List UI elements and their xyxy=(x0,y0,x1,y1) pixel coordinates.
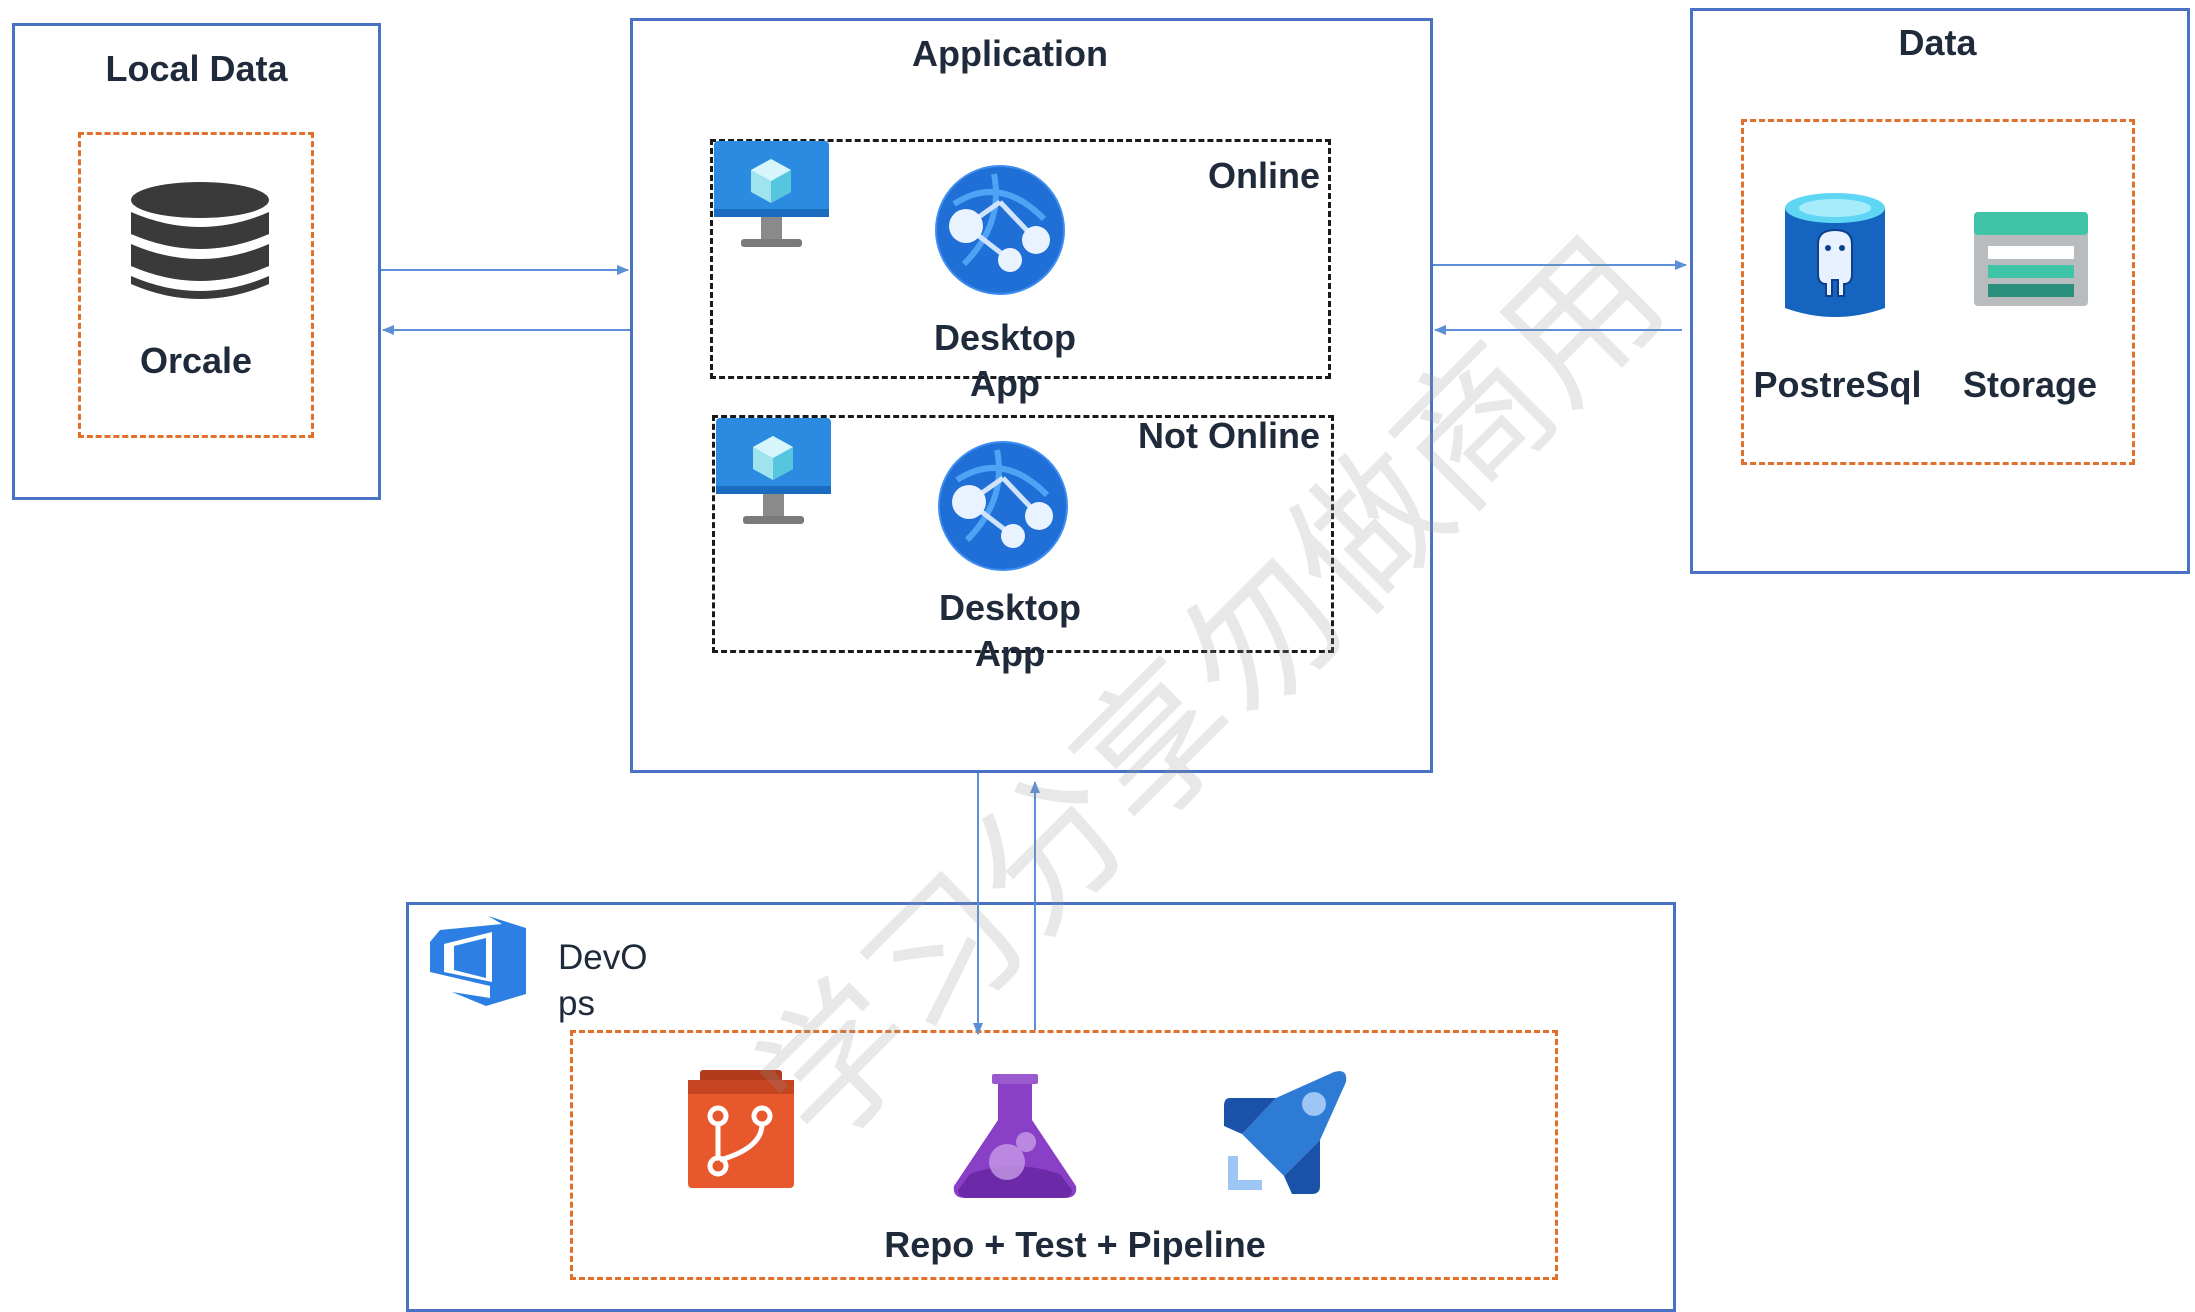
azure-devops-icon xyxy=(430,916,526,1006)
devops-panel xyxy=(406,902,1676,1312)
virtual-machine-icon xyxy=(714,141,829,247)
offline-app-label: Desktop App xyxy=(938,587,1082,674)
storage-icon xyxy=(1974,212,2088,306)
devops-title: DevOps xyxy=(558,938,648,1023)
database-icon xyxy=(131,182,269,299)
test-plans-icon xyxy=(953,1074,1077,1198)
online-app-label: Desktop App xyxy=(933,317,1077,404)
online-group xyxy=(710,139,1331,379)
data-panel xyxy=(1690,8,2190,574)
postgresql-label: PostreSql xyxy=(1753,364,1922,405)
virtual-machine-icon xyxy=(716,418,831,524)
devops-tools-group xyxy=(570,1030,1558,1280)
web-app-icon xyxy=(938,441,1068,571)
postgresql-icon xyxy=(1785,193,1885,317)
data-group xyxy=(1741,119,2135,465)
repos-icon xyxy=(688,1070,794,1188)
web-app-icon xyxy=(935,165,1065,295)
devops-tools-label: Repo + Test + Pipeline xyxy=(884,1224,1266,1265)
offline-status: Not Online xyxy=(1138,415,1320,456)
offline-group xyxy=(712,415,1334,653)
pipelines-icon xyxy=(1224,1071,1347,1194)
application-title: Application xyxy=(912,33,1108,74)
data-title: Data xyxy=(1898,22,1977,63)
storage-label: Storage xyxy=(1962,364,2098,405)
local-data-title: Local Data xyxy=(105,48,288,89)
database-label: Orcale xyxy=(139,340,253,381)
online-status: Online xyxy=(1207,155,1320,196)
local-data-group xyxy=(78,132,314,438)
